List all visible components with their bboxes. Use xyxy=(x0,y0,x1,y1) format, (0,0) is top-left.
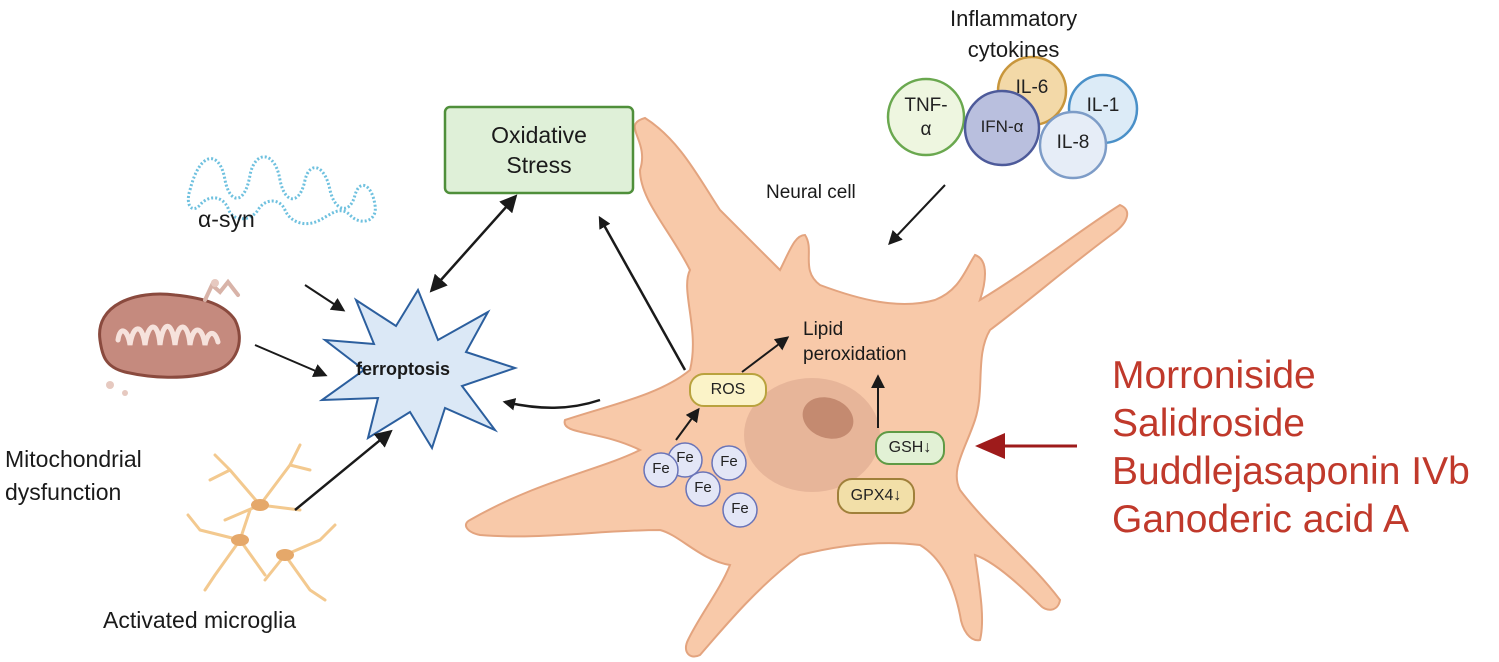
oxidative-stress-box xyxy=(443,105,635,195)
gsh-label: GSH↓ xyxy=(888,439,932,456)
gpx4-label: GPX4↓ xyxy=(850,487,902,504)
ros-label: ROS xyxy=(710,381,746,398)
cytokine-il8-circle xyxy=(1038,110,1108,180)
cytokine-il1-label: IL-1 xyxy=(1086,95,1120,116)
drug-list: Morroniside Salidroside Buddlejasaponin … xyxy=(1112,352,1470,544)
fe-label: Fe xyxy=(731,500,749,517)
arrow-fe-ros xyxy=(675,407,700,441)
gpx4-pill xyxy=(837,478,915,514)
drug-item: Morroniside xyxy=(1112,354,1316,397)
drug-item: Ganoderic acid A xyxy=(1112,498,1410,541)
cytokine-ifn-circle xyxy=(963,89,1041,167)
cytokine-il6-label: IL-6 xyxy=(1015,77,1049,98)
arrow-cell-to-oxidative xyxy=(598,215,687,371)
ferroptosis-label: ferroptosis xyxy=(356,359,451,379)
iron-ions xyxy=(643,442,758,528)
cytokine-ifn-label: IFN-α xyxy=(980,117,1024,136)
fe-label: Fe xyxy=(652,460,670,477)
arrow-ferroptosis-oxidative xyxy=(429,194,518,293)
inflammatory-label: Inflammatory cytokines xyxy=(950,6,1078,62)
drug-item: Buddlejasaponin IVb xyxy=(1112,450,1470,493)
cytokine-tnf-circle xyxy=(886,77,966,157)
nucleolus xyxy=(802,397,854,439)
neural-cell-label: Neural cell xyxy=(766,182,856,203)
fe-label: Fe xyxy=(676,449,694,466)
cytokine-il8-label: IL-8 xyxy=(1056,132,1090,153)
arrow-cytokines xyxy=(888,184,946,246)
alpha-syn-label: α-syn xyxy=(198,206,255,232)
alpha-syn-shape xyxy=(186,155,377,226)
arrow-cell-to-ferroptosis xyxy=(502,398,601,411)
lipid-label: Lipid peroxidation xyxy=(803,319,907,365)
drug-item: Salidroside xyxy=(1112,402,1305,445)
mitochondrial-label: Mitochondrial dysfunction xyxy=(5,446,142,505)
arrow-drugs-head xyxy=(975,433,1005,459)
arrow-mito xyxy=(254,344,328,378)
ferroptosis-burst xyxy=(318,287,519,451)
arrow-ros-lipid xyxy=(741,336,790,373)
fe-label: Fe xyxy=(694,479,712,496)
oxidative-stress-label: Oxidative Stress xyxy=(491,122,587,178)
arrow-microglia xyxy=(294,429,393,511)
mitochondrion xyxy=(98,278,241,396)
cytokine-tnf-label: TNF- α xyxy=(904,95,948,140)
microglia-cells xyxy=(186,443,337,602)
arrow-syn xyxy=(304,284,346,312)
ros-pill xyxy=(689,373,767,407)
fe-label: Fe xyxy=(720,453,738,470)
gsh-pill xyxy=(875,431,945,465)
microglia-label: Activated microglia xyxy=(103,607,297,633)
